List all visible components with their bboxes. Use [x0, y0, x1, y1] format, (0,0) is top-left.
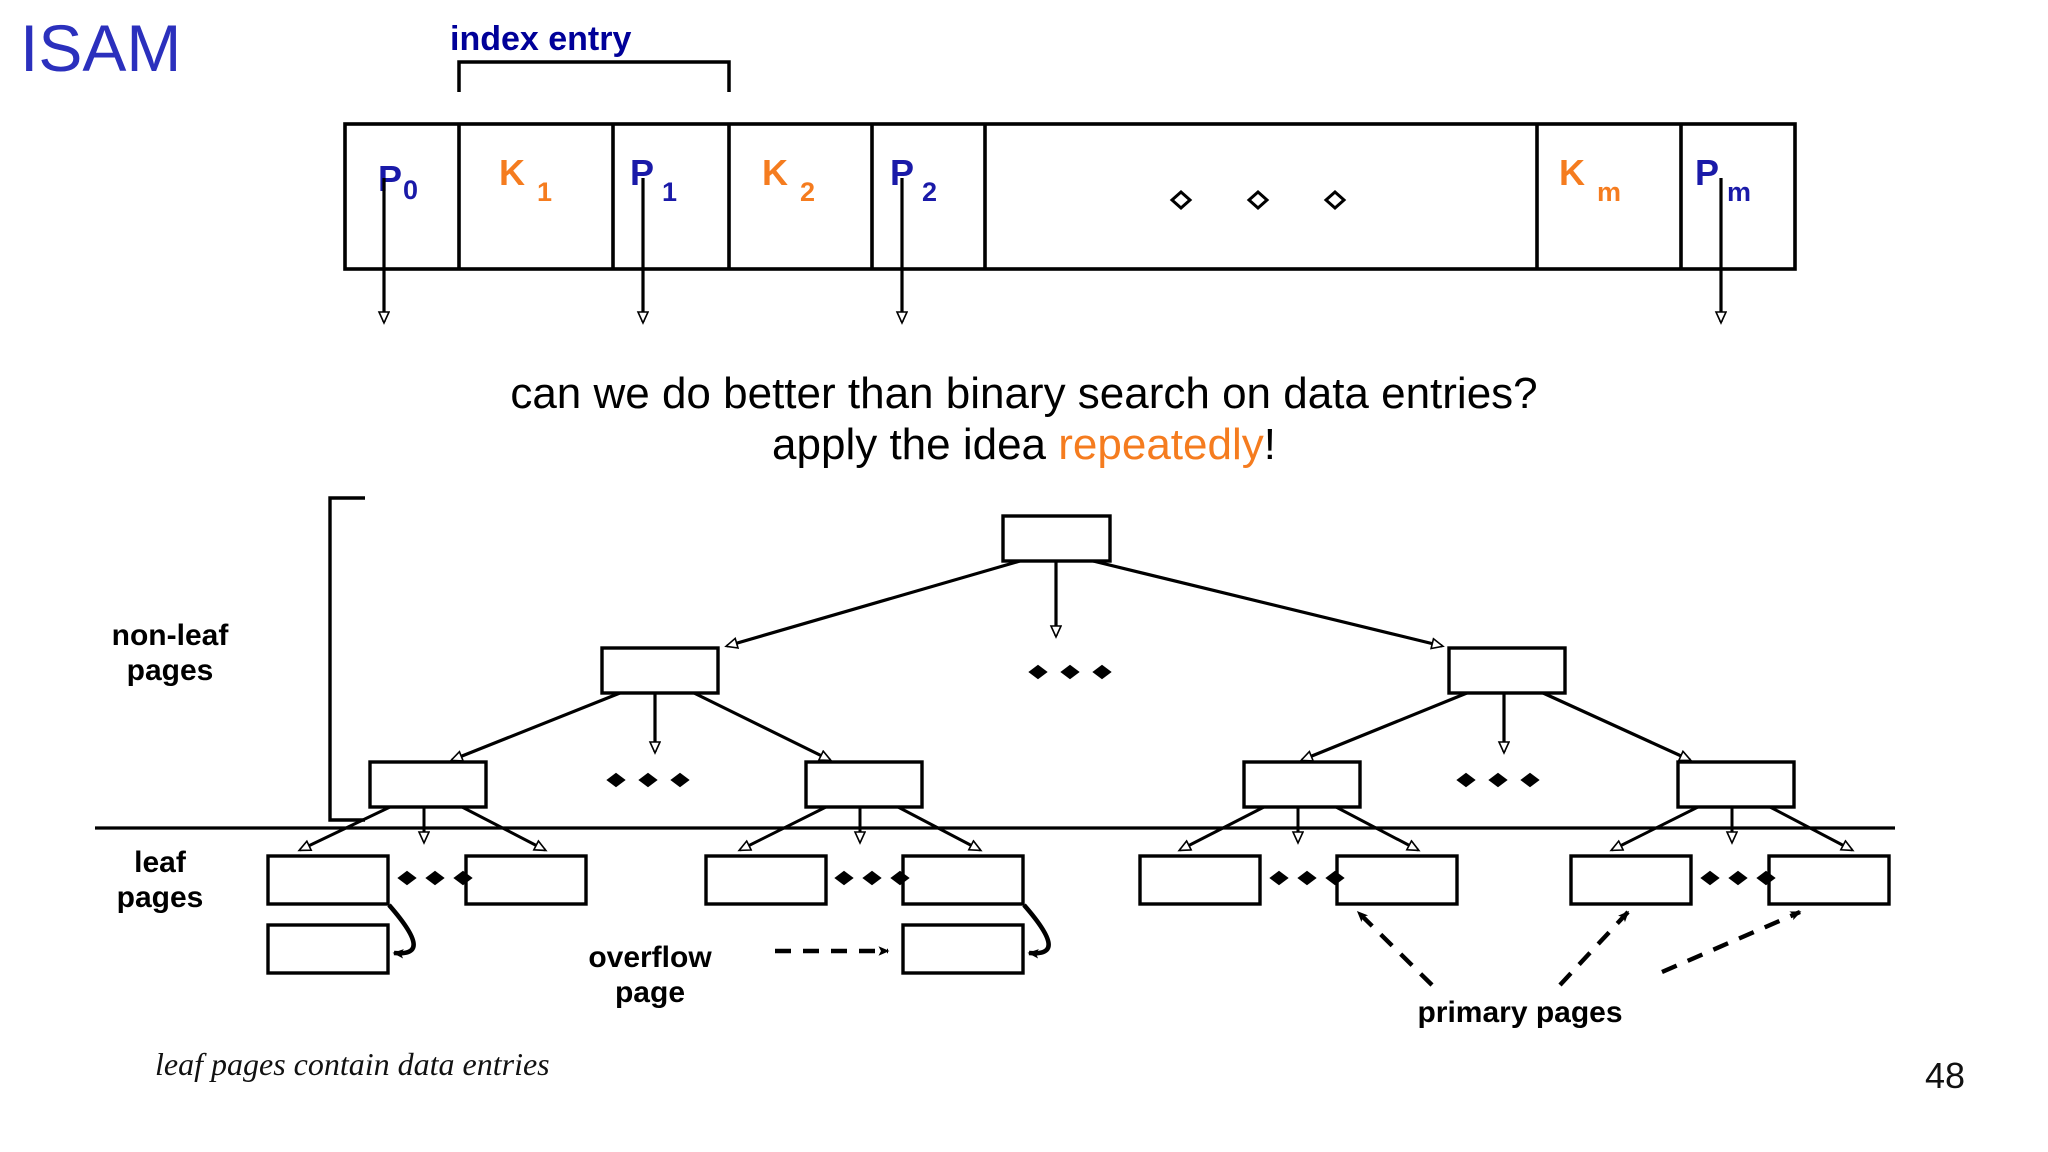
- internal-left-ellipsis: [606, 772, 690, 788]
- primary-pages-pointers: [1356, 909, 1802, 987]
- tree-node-internal-left: [600, 646, 720, 695]
- leaf-page-6: [1335, 854, 1459, 906]
- internal-right-edges: [1302, 691, 1690, 760]
- leaf-pages-label-line1: leaf: [134, 846, 186, 879]
- leaf-pages-label: leaf pages: [85, 845, 235, 916]
- leaf-page-5: [1138, 854, 1262, 906]
- internal-left-edges: [452, 691, 830, 760]
- cell-km-base: K: [1559, 152, 1585, 193]
- slide-caption: leaf pages contain data entries: [155, 1046, 550, 1082]
- overflow-page-1: [266, 923, 390, 975]
- internal-right-ellipsis: [1456, 772, 1540, 788]
- cell-pm-base: P: [1695, 152, 1720, 193]
- cell-km-sub: m: [1597, 177, 1622, 207]
- root-level-ellipsis: [1028, 664, 1112, 680]
- prose-line2-after: !: [1263, 420, 1276, 470]
- leaf-page-8: [1767, 854, 1891, 906]
- leafparent-3-edges: [1180, 805, 1418, 850]
- cell-p2-sub: 2: [922, 177, 938, 207]
- page-number: 48: [1925, 1055, 1966, 1096]
- tree-node-leafparent-2: [804, 760, 924, 809]
- prose-line-1: can we do better than binary search on d…: [510, 369, 1538, 418]
- cell-k2-sub: 2: [800, 177, 816, 207]
- index-node-row: [343, 122, 1797, 271]
- cell-p0-base: P: [378, 158, 403, 199]
- overflow-page-label-line1: overflow: [588, 941, 712, 974]
- tree-node-leafparent-1: [368, 760, 488, 809]
- index-pointer-arrows: [384, 178, 1721, 322]
- cell-p0: P0: [378, 158, 418, 205]
- primary-pages-label: primary pages: [1417, 996, 1623, 1029]
- tree-node-leafparent-3: [1242, 760, 1362, 809]
- index-entry-label: index entry: [450, 20, 632, 58]
- overflow-link-curve-2: [1022, 903, 1051, 959]
- prose-line2-before: apply the idea: [772, 420, 1059, 470]
- nonleaf-pages-label: non-leaf pages: [85, 618, 255, 689]
- nonleaf-brace: [328, 496, 365, 822]
- tree-node-leafparent-4: [1676, 760, 1796, 809]
- cell-p0-sub: 0: [403, 175, 419, 205]
- root-edges: [727, 559, 1442, 646]
- prose-block: can we do better than binary search on d…: [0, 368, 2048, 470]
- overflow-link-curve-1: [387, 903, 416, 959]
- leaf-page-3: [704, 854, 828, 906]
- leafparent-4-edges: [1612, 805, 1852, 850]
- tree-node-root: [1001, 514, 1112, 563]
- cell-k1-sub: 1: [537, 177, 553, 207]
- cell-p1-sub: 1: [662, 177, 678, 207]
- cell-pm-sub: m: [1727, 177, 1752, 207]
- leafparent-2-edges: [740, 805, 980, 850]
- index-node-ellipsis: [1169, 189, 1347, 211]
- prose-line-2: apply the idea repeatedly!: [0, 419, 2048, 470]
- overflow-page-2: [901, 923, 1025, 975]
- cell-p1-base: P: [630, 152, 655, 193]
- nonleaf-pages-label-line2: pages: [126, 654, 214, 688]
- nonleaf-pages-label-line1: non-leaf: [111, 619, 229, 652]
- leaf-row-ellipsis: [397, 870, 1776, 886]
- leaf-pages-label-line2: pages: [116, 881, 204, 915]
- overflow-page-label: overflow page: [540, 940, 760, 1011]
- overflow-page-label-line2: page: [614, 976, 686, 1010]
- prose-line2-highlight: repeatedly: [1058, 420, 1264, 470]
- cell-p2-base: P: [890, 152, 915, 193]
- cell-k2-base: K: [762, 152, 788, 193]
- leaf-page-1: [266, 854, 390, 906]
- cell-k1-base: K: [499, 152, 525, 193]
- leafparent-1-edges: [300, 805, 545, 852]
- leaf-page-7: [1569, 854, 1693, 906]
- tree-node-internal-right: [1447, 646, 1567, 695]
- index-entry-bracket: [457, 60, 731, 92]
- leaf-page-4: [901, 854, 1025, 906]
- page-title: ISAM: [20, 11, 182, 85]
- leaf-page-2: [464, 854, 588, 906]
